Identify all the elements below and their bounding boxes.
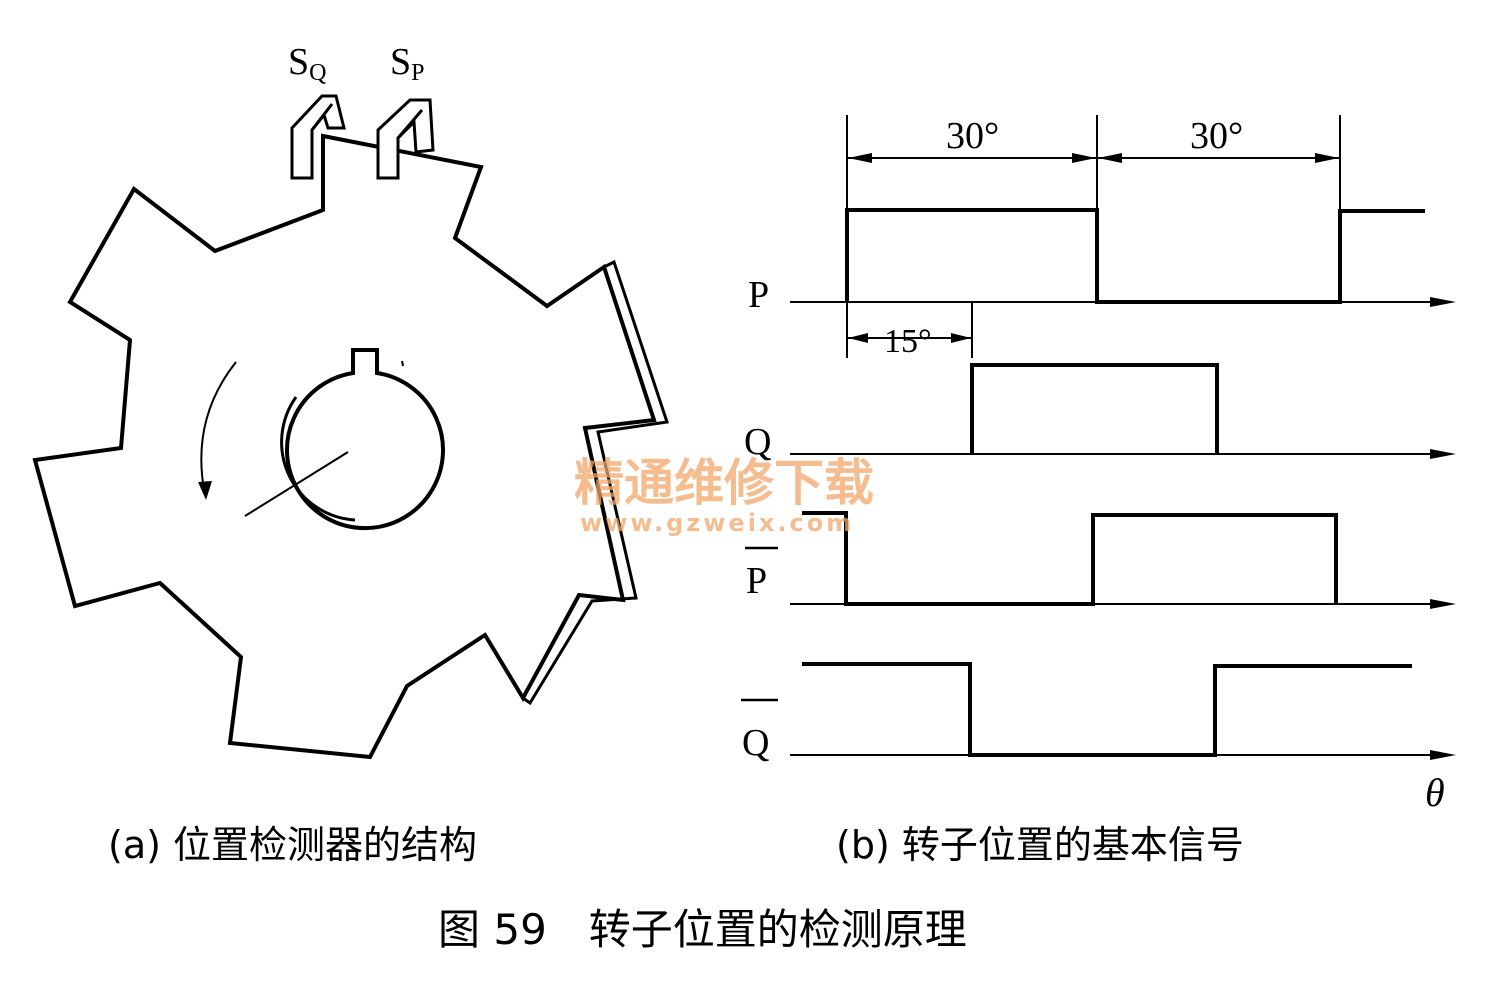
- theta-axis-label: θ: [1425, 770, 1445, 815]
- signal-q-bar-label: Q: [742, 722, 769, 764]
- caption-a: (a) 位置检测器的结构: [108, 823, 477, 867]
- wave-q-bar: [802, 662, 1412, 757]
- sensor-sp: [376, 98, 435, 180]
- watermark-text: 精通维修下载: [574, 454, 874, 512]
- rotor-disc-drawing: [32, 133, 669, 760]
- disc-rim: [522, 259, 669, 706]
- wave-p: [845, 208, 1425, 304]
- shaft-bore: [285, 348, 445, 531]
- sensor-p-label: SP: [390, 41, 425, 86]
- offset-label: 15°: [884, 323, 932, 360]
- watermark-url: www.gzweix.com: [580, 509, 854, 537]
- angle-label-2: 30°: [1190, 115, 1243, 157]
- bore-edge: [280, 396, 356, 522]
- angle-label-1: 30°: [946, 115, 999, 157]
- toothed-disc: [32, 133, 657, 760]
- sensor-q-label: SQ: [288, 41, 326, 86]
- signal-q-label: Q: [744, 421, 771, 463]
- wave-q: [970, 363, 1219, 454]
- radius-line: [244, 451, 349, 517]
- signal-p-label: P: [748, 274, 769, 316]
- caption-b: (b) 转子位置的基本信号: [836, 823, 1244, 867]
- sensor-sq: [290, 94, 346, 180]
- signal-p-bar-label: P: [746, 560, 767, 602]
- figure-title: 图 59 转子位置的检测原理: [438, 905, 967, 954]
- waveform-diagram: [741, 115, 1456, 760]
- wave-p-bar: [802, 511, 1338, 606]
- rotation-arrow: [200, 361, 237, 496]
